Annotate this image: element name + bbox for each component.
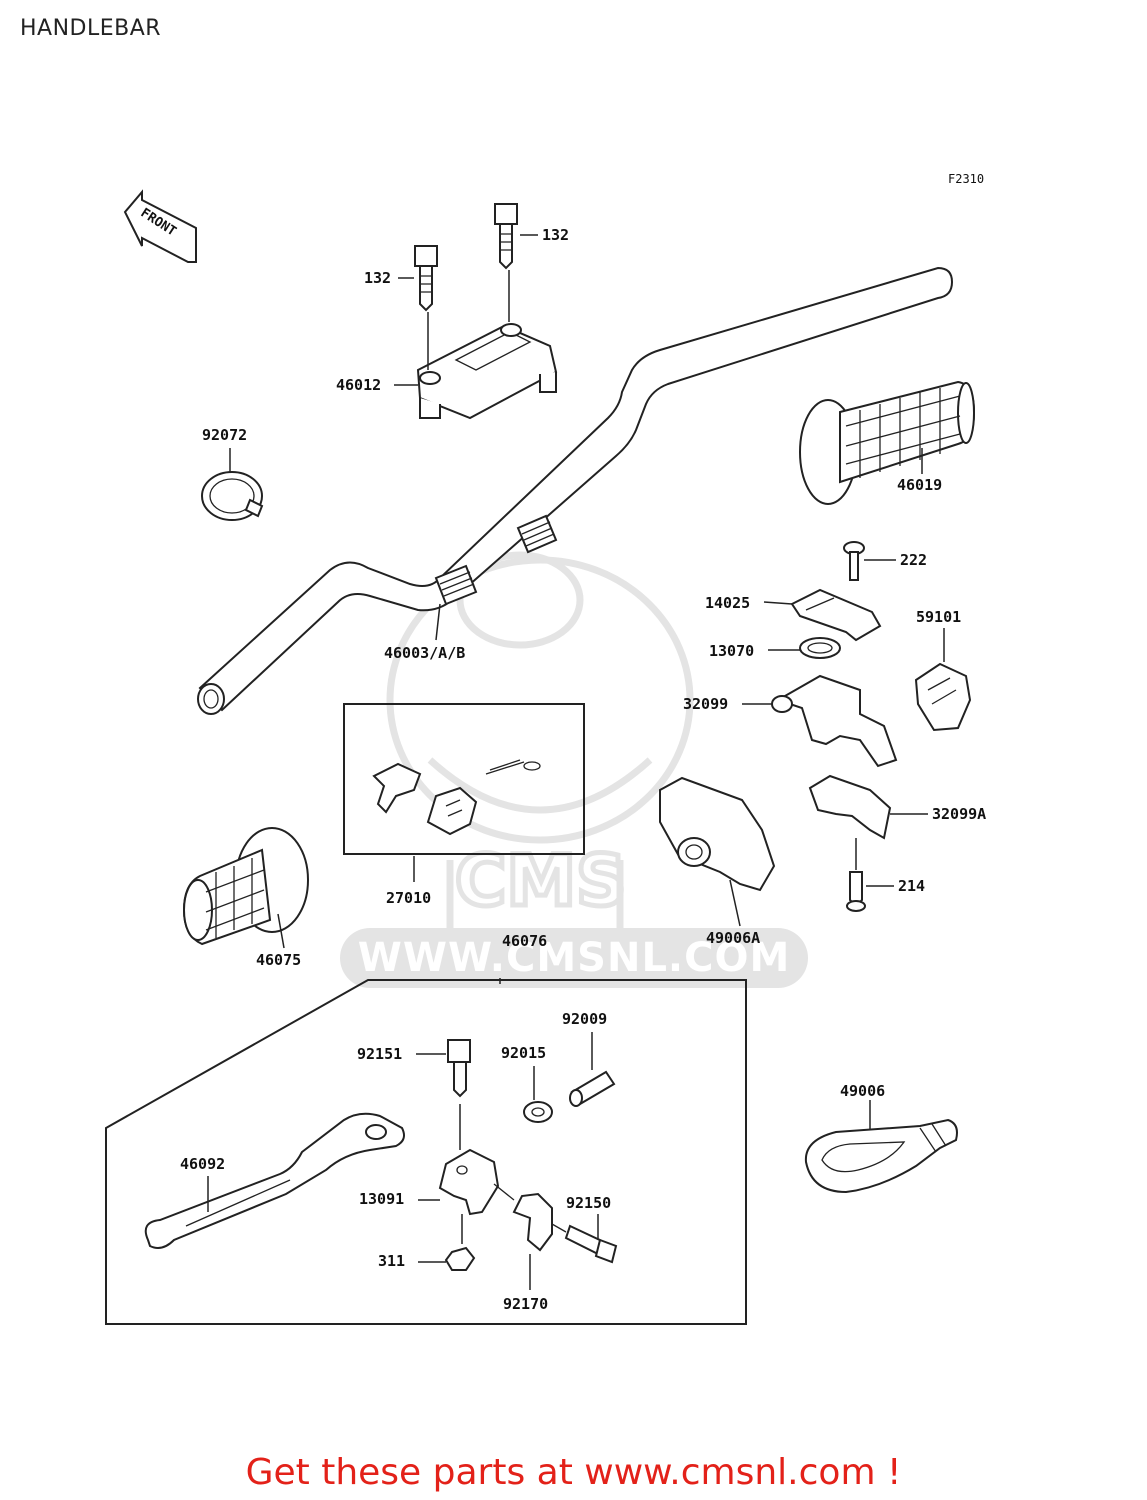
part-label-46012: 46012 [336, 376, 382, 394]
switch-housing [914, 628, 972, 732]
part-label-92009: 92009 [562, 1010, 608, 1028]
part-label-46075: 46075 [256, 951, 302, 969]
part-label-49006A: 49006A [706, 929, 761, 947]
lever-holder-13091 [418, 1148, 500, 1244]
bolt-132-left [414, 245, 438, 370]
front-arrow-icon: FRONT [123, 189, 197, 263]
part-label-32099A: 32099A [932, 805, 987, 823]
part-label-214: 214 [898, 877, 926, 895]
bolt-92150 [551, 1214, 618, 1264]
handlebar-holder [416, 323, 558, 420]
part-label-46092: 46092 [180, 1155, 226, 1173]
part-label-14025: 14025 [705, 594, 751, 612]
cable-guide-ring [768, 637, 841, 659]
clamp-band [201, 448, 264, 521]
screw-222 [843, 541, 896, 581]
throttle-cover [763, 588, 882, 642]
watermark-mascot: CMS [386, 551, 694, 940]
part-label-92151: 92151 [357, 1045, 403, 1063]
throttle-grip [799, 380, 976, 505]
throttle-case-lower [808, 774, 928, 840]
clamp-92170 [493, 1183, 553, 1290]
bolt-132-right [494, 203, 518, 322]
page-title: HANDLEBAR [20, 16, 162, 41]
watermark-banner: WWW.CMSNL.COM [340, 928, 808, 988]
leader-lines [394, 234, 538, 984]
part-label-32099: 32099 [683, 695, 729, 713]
part-label-92170: 92170 [503, 1295, 549, 1313]
hand-guard [804, 1100, 958, 1194]
svg-text:CMS: CMS [455, 840, 626, 922]
part-label-46019: 46019 [897, 476, 943, 494]
screw-214 [846, 838, 894, 912]
hand-guard-bracket [659, 776, 776, 927]
clutch-lever-46092 [144, 1112, 405, 1249]
adjuster-92009 [569, 1032, 616, 1107]
part-label-13070: 13070 [709, 642, 755, 660]
part-label-132-right: 132 [542, 226, 570, 244]
part-label-92150: 92150 [566, 1194, 612, 1212]
part-label-92072: 92072 [202, 426, 248, 444]
figure-code: F2310 [948, 172, 985, 186]
part-label-46003: 46003/A/B [384, 644, 466, 662]
part-label-311: 311 [378, 1252, 406, 1270]
switch-assembly [343, 703, 585, 882]
part-label-132-left: 132 [364, 269, 392, 287]
part-label-59101: 59101 [916, 608, 962, 626]
part-label-92015: 92015 [501, 1044, 547, 1062]
throttle-case-upper [742, 674, 898, 768]
part-label-27010: 27010 [386, 889, 432, 907]
lever-assembly-box [105, 979, 747, 1325]
handlebar-tube [197, 266, 954, 715]
left-grip [182, 827, 309, 949]
part-label-13091: 13091 [359, 1190, 405, 1208]
nut-311 [418, 1246, 476, 1271]
part-label-222: 222 [900, 551, 928, 569]
footer-link[interactable]: Get these parts at www.cmsnl.com ! [245, 1452, 902, 1493]
part-label-49006: 49006 [840, 1082, 886, 1100]
bolt-92151 [416, 1039, 471, 1150]
part-label-46076: 46076 [502, 932, 548, 950]
nut-92015 [523, 1066, 553, 1123]
